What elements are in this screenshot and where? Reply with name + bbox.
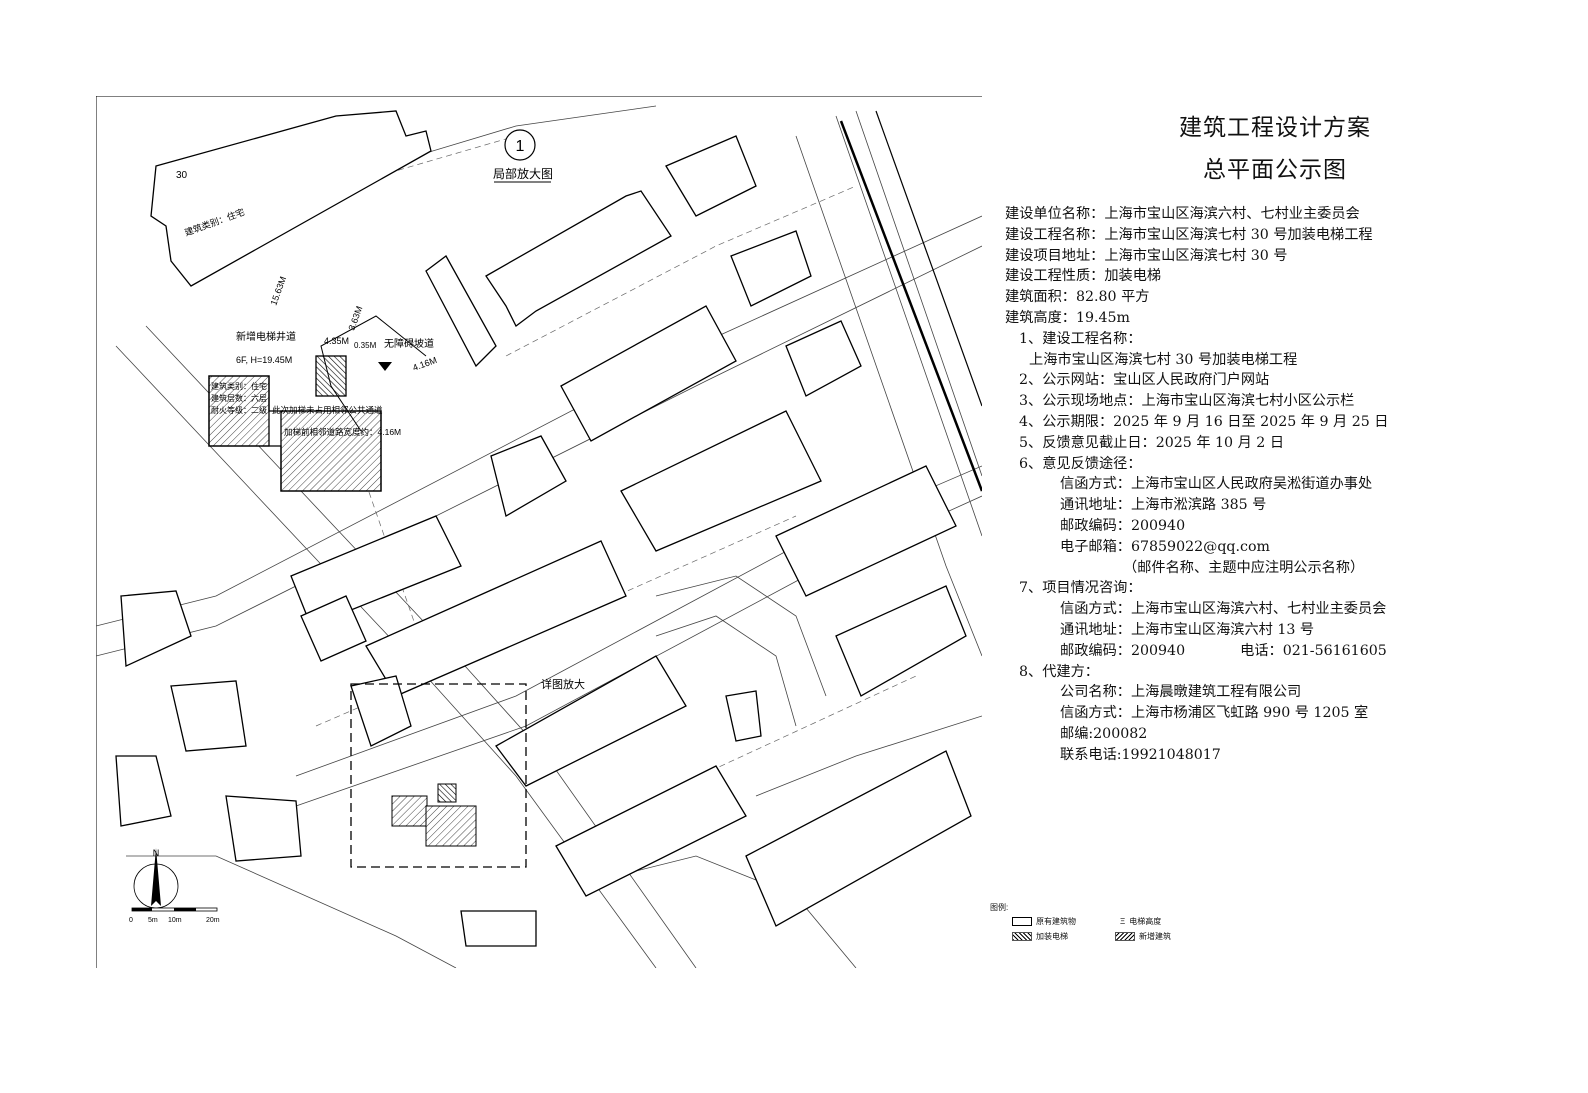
info-height: 建筑高度：19.45m — [1005, 309, 1131, 326]
info-item6-note: （邮件名称、主题中应注明公示名称） — [1123, 559, 1365, 576]
legend: 图例: 原有建筑物 加装电梯 Ξ 电梯高度 新增建筑 — [990, 902, 1190, 952]
legend-existing-row: 原有建筑物 — [1012, 916, 1076, 927]
info-nature: 建设工程性质：加装电梯 — [1005, 268, 1162, 285]
dim-1: 15.63M — [268, 275, 288, 307]
info-item8-zip: 邮编:200082 — [1060, 725, 1148, 742]
info-item2: 2、公示网站：宝山区人民政府门户网站 — [1019, 372, 1270, 389]
info-item5: 5、反馈意见截止日：2025 年 10 月 2 日 — [1019, 434, 1285, 451]
detail-boundary — [350, 683, 527, 868]
level-1: 0.35M — [354, 341, 377, 350]
dim-2: 4.35M — [324, 336, 349, 346]
detail-title: 局部放大图 — [493, 166, 553, 181]
barrier-free-label: 无障碍坡道 — [384, 337, 434, 350]
detail-marker-number: 1 — [516, 138, 525, 155]
info-list: 建设单位名称：上海市宝山区海滨六村、七村业主委员会 建设工程名称：上海市宝山区海… — [1005, 204, 1565, 766]
building-info-2: 建筑层数：六层 — [211, 393, 267, 403]
info-item8-letter: 信函方式：上海市杨浦区飞虹路 990 号 1205 室 — [1060, 705, 1369, 722]
legend-existing: 原有建筑物 — [1036, 917, 1076, 926]
legend-elevator-row: 加装电梯 — [1012, 931, 1068, 942]
legend-title: 图例: — [990, 903, 1009, 912]
scale-0: 0 — [129, 917, 133, 924]
building-number-30: 30 — [176, 170, 188, 181]
dim-3: 3.63M — [346, 305, 364, 332]
building-info-1: 建筑类别：住宅 — [211, 381, 267, 391]
title-line-1: 建筑工程设计方案 — [1179, 115, 1371, 141]
info-item7-letter: 信函方式：上海市宝山区海滨六村、七村业主委员会 — [1060, 601, 1387, 618]
info-address: 建设项目地址：上海市宝山区海滨七村 30 号 — [1005, 247, 1288, 264]
enlarge-label: 详图放大 — [541, 677, 585, 691]
building-info-3: 耐火等级：二级 — [211, 405, 267, 415]
info-item7-addr: 通讯地址：上海市宝山区海滨六村 13 号 — [1060, 621, 1315, 638]
info-item6-email: 电子邮箱：67859022@qq.com — [1060, 538, 1270, 555]
shaft-height-label: 6F, H=19.45M — [236, 355, 292, 365]
north-label: N — [153, 848, 160, 858]
info-item7-zip-row: 邮政编码：200940 电话：021-56161605 — [1005, 641, 1565, 662]
info-item1: 1、建设工程名称： — [1019, 330, 1142, 347]
info-item8: 8、代建方： — [1019, 663, 1099, 680]
info-item6-zip: 邮政编码：200940 — [1060, 517, 1186, 534]
info-item1-value: 上海市宝山区海滨七村 30 号加装电梯工程 — [1029, 351, 1298, 368]
info-item6-addr: 通讯地址：上海市淞滨路 385 号 — [1060, 497, 1267, 514]
new-shaft-label: 新增电梯井道 — [236, 330, 296, 343]
legend-new-building: 新增建筑 — [1139, 932, 1171, 941]
north-arrow: N — [133, 848, 179, 909]
scale-10: 10m — [168, 917, 182, 924]
info-area: 建筑面积：82.80 平方 — [1005, 289, 1150, 306]
title-line-2: 总平面公示图 — [1203, 157, 1347, 183]
scale-5: 5m — [148, 917, 158, 924]
legend-new-swatch — [1115, 932, 1135, 941]
legend-height: 电梯高度 — [1129, 917, 1162, 926]
info-project: 建设工程名称：上海市宝山区海滨七村 30 号加装电梯工程 — [1005, 226, 1373, 243]
info-item4: 4、公示期限：2025 年 9 月 16 日至 2025 年 9 月 25 日 — [1019, 413, 1389, 430]
legend-height-symbol: Ξ — [1120, 917, 1126, 926]
info-item8-company: 公司名称：上海晨暾建筑工程有限公司 — [1060, 684, 1302, 701]
legend-new-row: 新增建筑 — [1115, 931, 1171, 942]
info-item6-letter: 信函方式：上海市宝山区人民政府吴淞街道办事处 — [1060, 476, 1373, 493]
info-item6: 6、意见反馈途径： — [1019, 455, 1142, 472]
info-item7-tel: 电话：021-56161605 — [1240, 642, 1387, 659]
dim-4: 4.16M — [411, 355, 438, 373]
scale-bar: 0 5m 10m 20m — [129, 907, 220, 924]
note-2: 加梯前相邻道路宽度约：4.16M — [284, 427, 401, 437]
note-1: 此次加梯未占用相邻公共通道 — [272, 405, 383, 415]
info-item7-zip: 邮政编码：200940 — [1060, 642, 1186, 659]
info-item3: 3、公示现场地点：上海市宝山区海滨七村小区公示栏 — [1019, 393, 1355, 410]
legend-elevator-swatch — [1012, 932, 1032, 941]
legend-elevator: 加装电梯 — [1036, 932, 1068, 941]
detail-marker-circle — [504, 129, 536, 161]
scale-20: 20m — [206, 917, 220, 924]
info-item7: 7、项目情况咨询： — [1019, 580, 1142, 597]
info-item8-tel: 联系电话:19921048017 — [1060, 746, 1221, 763]
legend-height-row: Ξ 电梯高度 — [1120, 916, 1161, 927]
site-plan: 1 局部放大图 新增电梯井道 6F, H=19.45M 建筑类别：住宅 建筑层数… — [96, 96, 982, 968]
legend-existing-swatch — [1012, 917, 1032, 926]
info-unit: 建设单位名称：上海市宝山区海滨六村、七村业主委员会 — [1005, 206, 1360, 222]
